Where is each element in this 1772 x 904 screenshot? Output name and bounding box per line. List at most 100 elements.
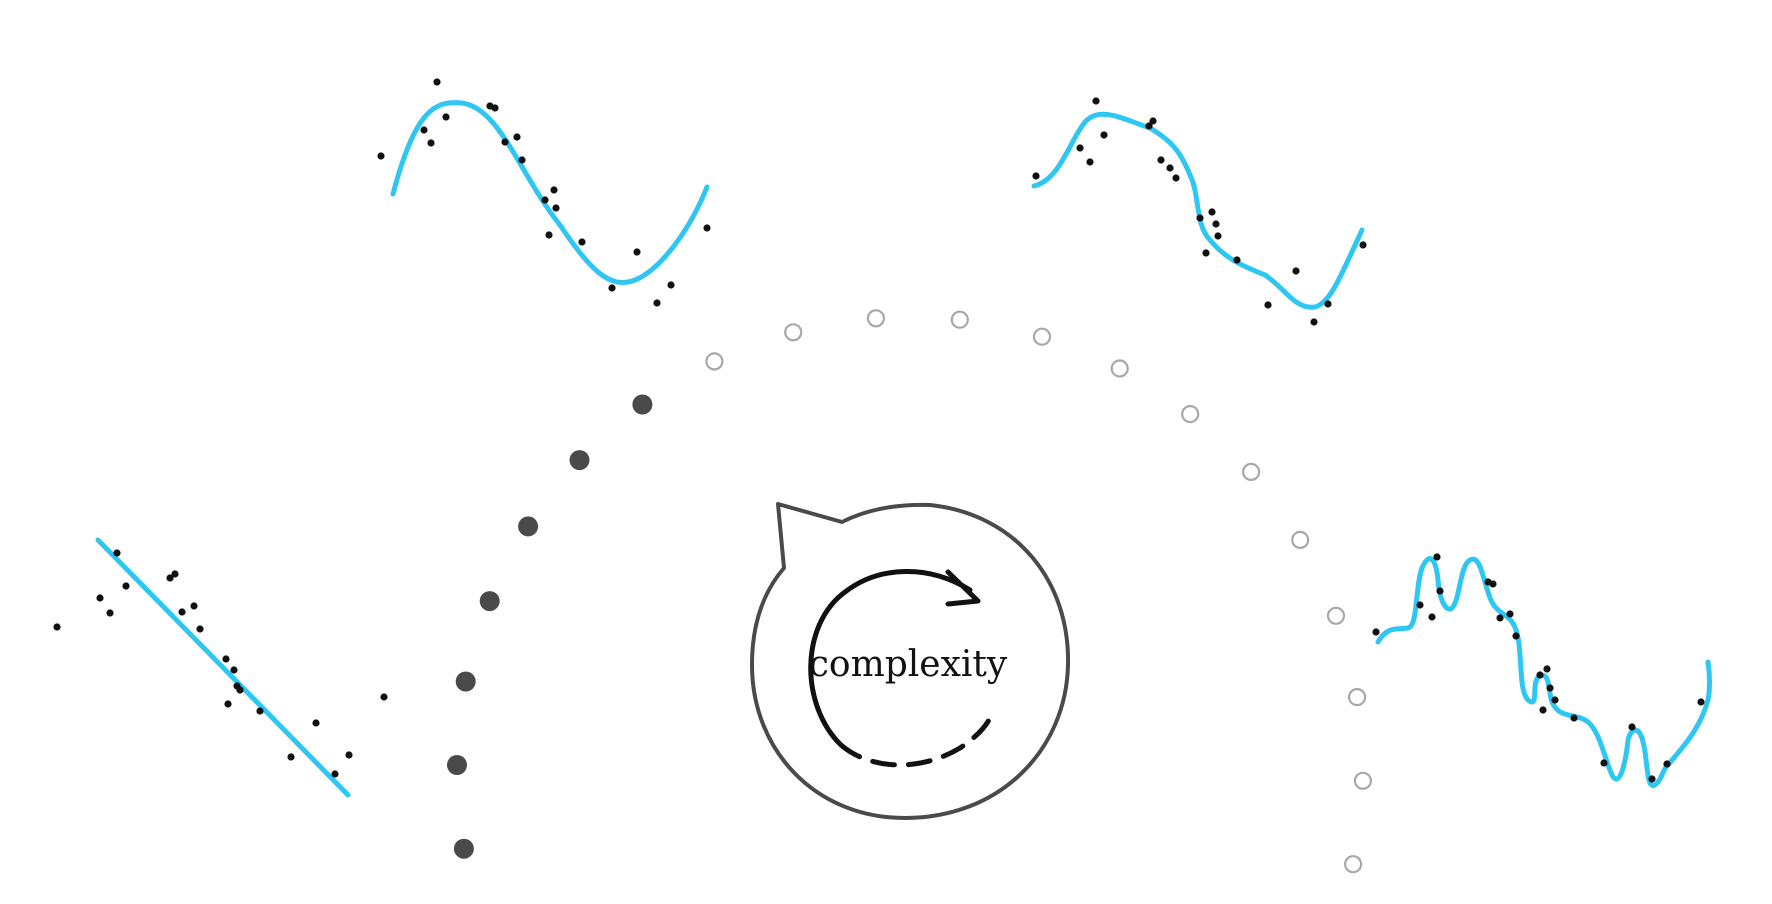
- data-point: [1149, 117, 1157, 125]
- complexity-dial: complexity: [750, 502, 1071, 820]
- data-point: [1208, 208, 1216, 216]
- data-point: [427, 139, 435, 147]
- smooth-sine-panel: [377, 78, 711, 307]
- data-point: [1416, 601, 1424, 609]
- data-point: [53, 623, 61, 631]
- arc-dot-filled: [518, 516, 539, 537]
- data-point: [96, 594, 104, 602]
- data-point: [1359, 241, 1367, 249]
- data-point: [230, 666, 238, 674]
- data-point: [1506, 610, 1514, 618]
- data-point: [442, 113, 450, 121]
- arc-dot-empty: [866, 309, 886, 328]
- smooth-sine-data-points: [377, 78, 711, 307]
- arc-dot-empty: [1347, 687, 1367, 707]
- data-point: [224, 700, 232, 708]
- data-point: [222, 655, 230, 663]
- linear-data-points: [53, 549, 388, 778]
- data-point: [420, 126, 428, 134]
- data-point: [703, 224, 711, 232]
- data-point: [1551, 696, 1559, 704]
- data-point: [166, 574, 174, 582]
- linear-fit-panel: [53, 537, 388, 798]
- dial-outline: [750, 502, 1071, 820]
- wiggly-sine-panel: [1031, 97, 1367, 326]
- data-point: [1196, 214, 1204, 222]
- data-point: [578, 238, 586, 246]
- data-point: [633, 248, 641, 256]
- data-point: [1697, 698, 1705, 706]
- data-point: [1546, 684, 1554, 692]
- data-point: [287, 753, 295, 761]
- dial-arrow-dashed: [838, 715, 993, 768]
- data-point: [1648, 775, 1656, 783]
- data-point: [1663, 760, 1671, 768]
- data-point: [1100, 131, 1108, 139]
- data-point: [545, 231, 553, 239]
- arc-dot-empty: [1181, 405, 1200, 424]
- arc-dot-empty: [784, 323, 803, 342]
- data-point: [113, 549, 121, 557]
- data-point: [1157, 156, 1165, 164]
- arc-dot-filled: [569, 450, 590, 471]
- arc-dot-empty: [705, 352, 724, 371]
- arc-dot-empty: [950, 310, 969, 329]
- data-point: [1292, 267, 1300, 275]
- data-point: [1539, 706, 1547, 714]
- complexity-dot-arc: [447, 309, 1373, 874]
- data-point: [190, 602, 198, 610]
- data-point: [106, 609, 114, 617]
- data-point: [1628, 723, 1636, 731]
- smooth-sine-curve: [390, 100, 710, 286]
- data-point: [1433, 553, 1441, 561]
- data-point: [667, 281, 675, 289]
- data-point: [1264, 301, 1272, 309]
- overfit-panel: [1372, 553, 1712, 788]
- overfit-data-points: [1372, 553, 1705, 783]
- arc-dot-empty: [1032, 327, 1052, 346]
- data-point: [1512, 632, 1520, 640]
- arc-dot-empty: [1110, 359, 1129, 378]
- data-point: [541, 196, 549, 204]
- data-point: [1233, 256, 1241, 264]
- data-point: [1172, 174, 1180, 182]
- arc-dot-filled: [455, 671, 476, 692]
- data-point: [1202, 249, 1210, 257]
- data-point: [1092, 97, 1100, 105]
- data-point: [1310, 318, 1318, 326]
- data-point: [256, 707, 264, 715]
- data-point: [122, 582, 130, 590]
- data-point: [1600, 759, 1608, 767]
- data-point: [1436, 587, 1444, 595]
- data-point: [491, 104, 499, 112]
- data-point: [345, 751, 353, 759]
- linear-fit-line: [95, 537, 351, 798]
- data-point: [550, 186, 558, 194]
- data-point: [433, 78, 441, 86]
- data-point: [1428, 613, 1436, 621]
- data-point: [513, 133, 521, 141]
- dial-arrow-solid: [808, 569, 973, 748]
- data-point: [377, 152, 385, 160]
- data-point: [1086, 158, 1094, 166]
- dial-arrow-head-icon: [945, 569, 981, 607]
- data-point: [1032, 172, 1040, 180]
- data-point: [653, 299, 661, 307]
- data-point: [1536, 671, 1544, 679]
- data-point: [1496, 614, 1504, 622]
- data-point: [1543, 665, 1551, 673]
- wiggly-sine-curve: [1031, 111, 1365, 310]
- wiggly-sine-data-points: [1032, 97, 1367, 326]
- data-point: [1212, 220, 1220, 228]
- arc-dot-empty: [1241, 462, 1261, 481]
- arc-dot-filled: [479, 591, 500, 612]
- data-point: [1166, 164, 1174, 172]
- data-point: [171, 570, 179, 578]
- data-point: [1324, 300, 1332, 308]
- data-point: [1145, 122, 1153, 130]
- arc-dot-empty: [1326, 606, 1346, 625]
- data-point: [608, 284, 616, 292]
- dial-label: complexity: [809, 644, 1008, 685]
- arc-dot-filled: [453, 838, 474, 859]
